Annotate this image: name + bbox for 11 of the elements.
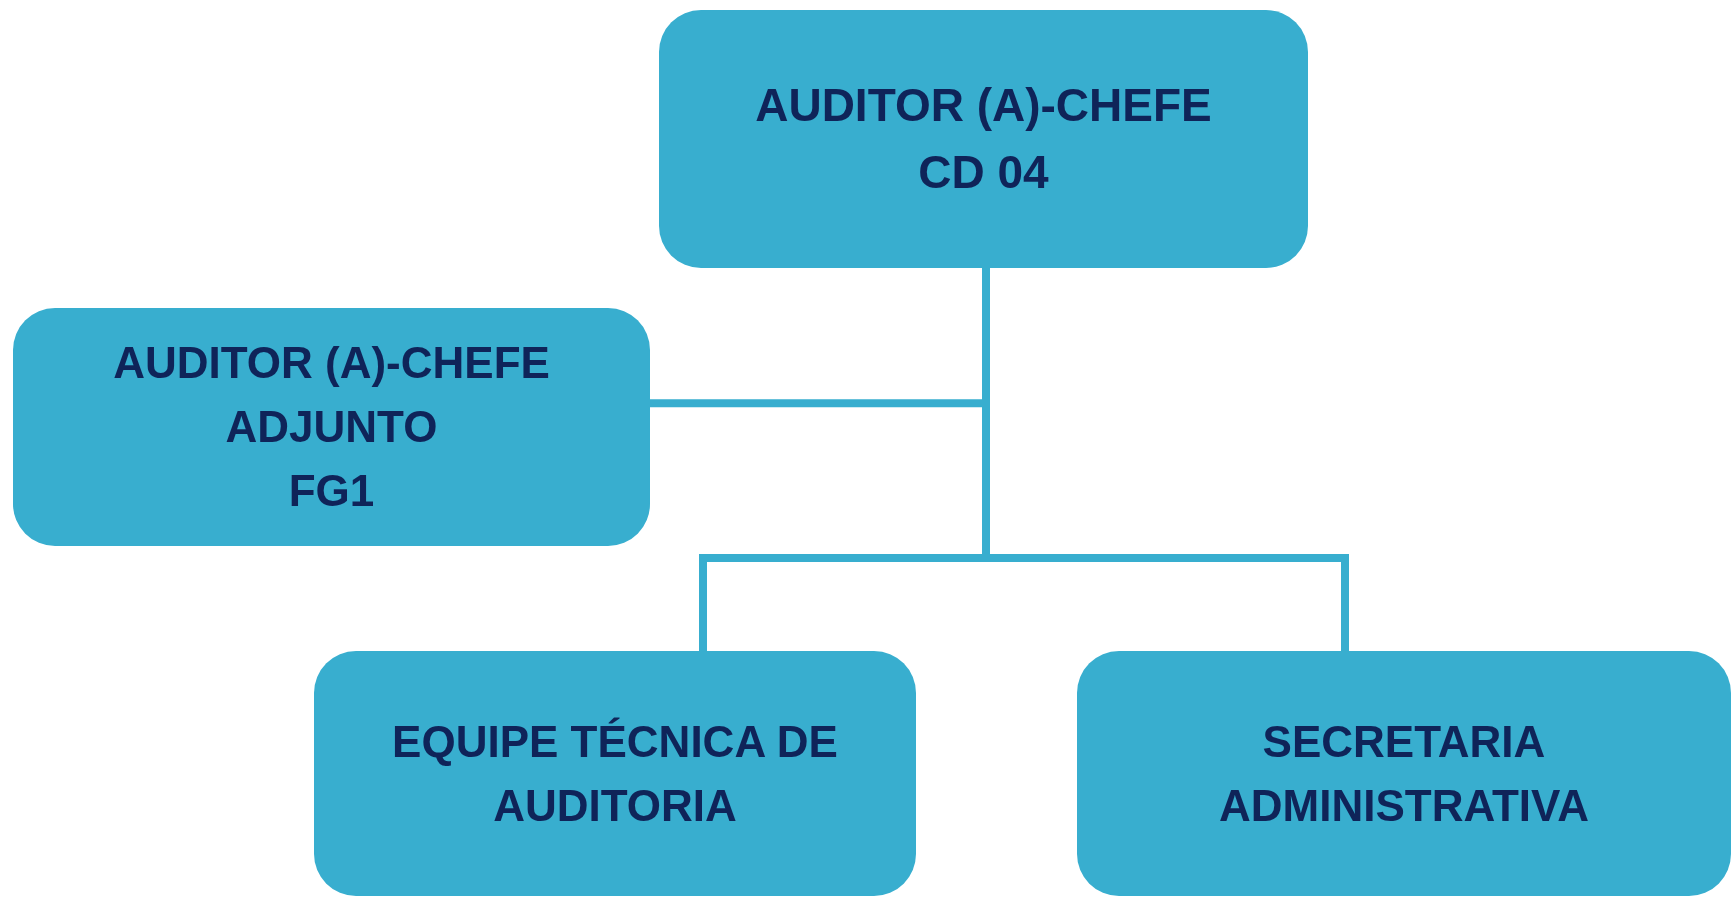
role-title: SECRETARIA ADMINISTRATIVA xyxy=(1218,715,1590,832)
org-box xyxy=(1077,651,1731,896)
role-title: CD 04 xyxy=(918,145,1049,200)
role-title: FG1 xyxy=(288,464,375,517)
connector-line xyxy=(982,268,1349,651)
role-title: EQUIPE TÉCNICA DE AUDITORIA xyxy=(391,715,839,832)
org-box xyxy=(659,10,1308,268)
role-title: AUDITOR (A)-CHEFE ADJUNTO xyxy=(112,337,551,454)
org-box xyxy=(13,308,650,546)
org-box xyxy=(314,651,916,896)
role-title: AUDITOR (A)-CHEFE xyxy=(755,78,1212,134)
